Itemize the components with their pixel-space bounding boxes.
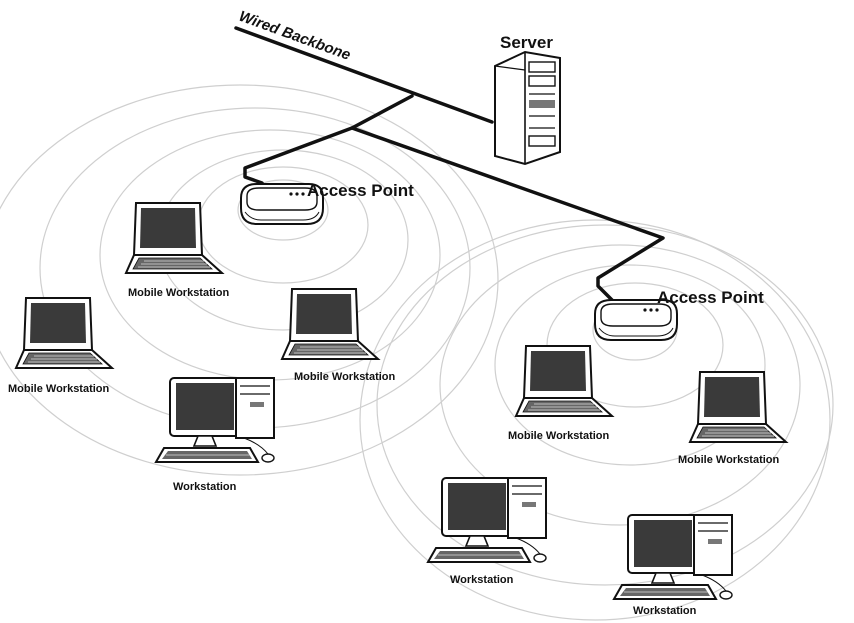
access-point-label-left: Access Point [307,181,414,200]
laptop-icon-right-b [689,371,787,443]
laptop-icon-top [125,202,223,274]
mobile-workstation-label-center: Mobile Workstation [294,371,396,383]
server-label: Server [500,33,553,52]
mobile-workstation-label-right-a: Mobile Workstation [508,430,610,442]
access-point-label-right: Access Point [657,288,764,307]
wired-backbone [234,26,665,302]
workstation-label-right-b: Workstation [633,605,697,617]
workstation-label-left: Workstation [173,481,237,493]
desktop-icon-right-b [613,514,733,600]
desktop-icon-left [155,377,275,463]
mobile-workstation-label-top: Mobile Workstation [128,287,230,299]
laptop-icon-center [281,288,379,360]
workstation-label-right-a: Workstation [450,574,514,586]
desktop-icon-right-a [427,477,547,563]
mobile-workstation-label-right-b: Mobile Workstation [678,454,780,466]
laptop-icon-right-a [515,345,613,417]
mobile-workstation-label-left: Mobile Workstation [8,383,110,395]
signal-rings-right [359,219,834,621]
laptop-icon-left [15,297,113,369]
server-icon [494,50,561,166]
